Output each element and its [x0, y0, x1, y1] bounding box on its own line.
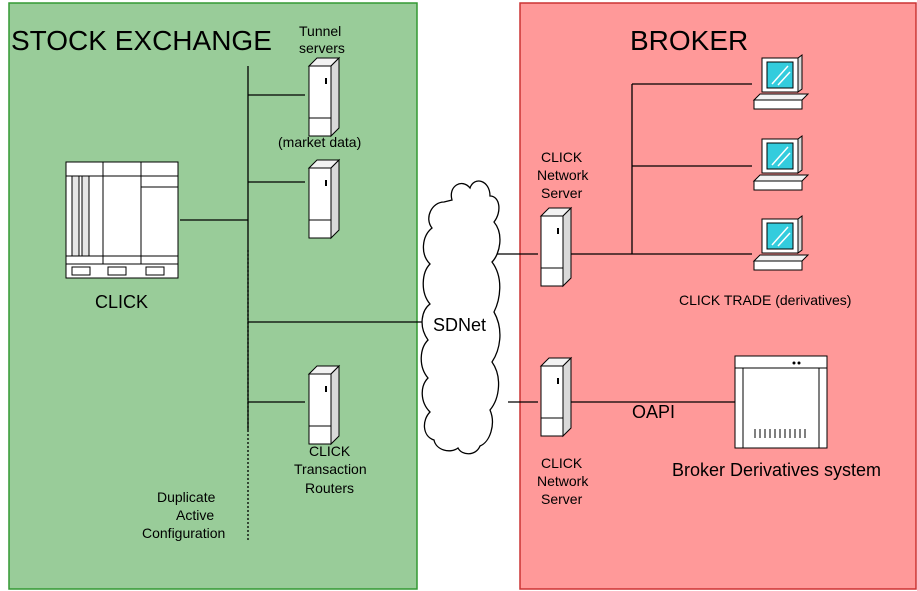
tunnel-label-line1: Tunnel — [299, 23, 341, 39]
tunnel-server-icon — [308, 57, 340, 137]
stock-exchange-zone — [8, 2, 418, 590]
derivatives-system-icon — [734, 355, 828, 449]
exchange-bus — [180, 66, 432, 540]
derivatives-system-label: Broker Derivatives system — [672, 460, 881, 480]
tunnel-server-icon — [308, 159, 340, 239]
server-top-label-line2: Network — [537, 167, 589, 183]
network-server-icon — [540, 207, 572, 287]
broker-zone — [519, 2, 917, 590]
duplicate-label-line3: Configuration — [142, 525, 225, 541]
server-bottom-label-line3: Server — [541, 491, 583, 507]
workstation-icon — [753, 135, 809, 191]
router-label-line3: Routers — [305, 480, 354, 496]
router-label-line2: Transaction — [294, 461, 367, 477]
router-label-line1: CLICK — [309, 443, 351, 459]
click-label: CLICK — [95, 292, 148, 312]
oapi-label: OAPI — [632, 402, 675, 422]
server-bottom-label-line2: Network — [537, 473, 589, 489]
sdnet-cloud-icon — [420, 180, 501, 455]
server-top-label-line1: CLICK — [541, 149, 583, 165]
transaction-router-icon — [308, 365, 340, 445]
workstation-icon — [753, 215, 809, 271]
duplicate-label-line1: Duplicate — [157, 489, 216, 505]
network-server-icon — [540, 357, 572, 437]
server-top-label-line3: Server — [541, 185, 583, 201]
market-data-label: (market data) — [278, 134, 361, 150]
broker-links — [497, 83, 752, 403]
server-bottom-label-line1: CLICK — [541, 455, 583, 471]
sdnet-label: SDNet — [433, 315, 486, 335]
stock-exchange-title: STOCK EXCHANGE — [11, 25, 272, 56]
tunnel-label-line2: servers — [299, 40, 345, 56]
click-trade-label: CLICK TRADE (derivatives) — [679, 292, 851, 308]
workstation-icon — [753, 54, 809, 110]
click-mainframe-icon — [65, 161, 179, 279]
broker-title: BROKER — [630, 25, 748, 56]
duplicate-label-line2: Active — [176, 507, 214, 523]
